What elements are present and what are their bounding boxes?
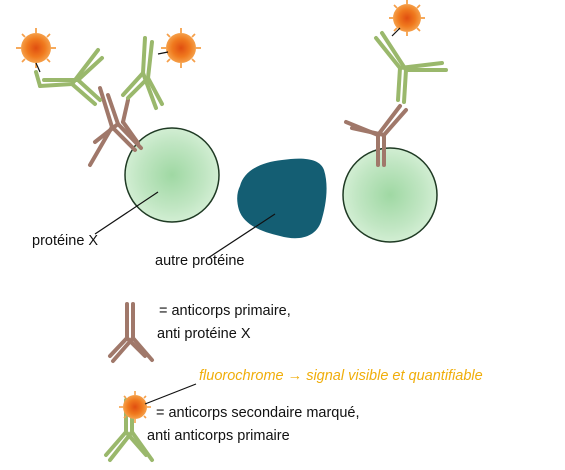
label-fluorochrome-prefix: fluorochrome: [199, 368, 284, 384]
legend-primary-line1: = anticorps primaire,: [159, 303, 291, 319]
leader-line-fluorochrome: [144, 383, 197, 405]
legend-secondary-line2: anti anticorps primaire: [147, 428, 290, 444]
fluorochrome-left-2: [157, 28, 201, 68]
protein-x-sphere-right: [342, 147, 438, 243]
leader-line-protein-x: [94, 191, 159, 235]
legend-fluorochrome-icon: [119, 391, 151, 423]
secondary-antibody-left-1: [34, 48, 104, 106]
secondary-antibody-left-2: [121, 36, 164, 110]
arrow-icon: →: [287, 368, 303, 384]
fluorochrome-left-1: [16, 28, 56, 73]
other-protein-blob: [237, 158, 327, 239]
label-fluorochrome: fluorochrome → signal visible et quantif…: [199, 367, 483, 385]
secondary-antibody-right: [374, 31, 448, 104]
primary-antibody-left-2: [121, 98, 140, 145]
legend-primary-antibody-icon: [108, 302, 154, 363]
label-fluorochrome-suffix: signal visible et quantifiable: [306, 368, 483, 384]
fluorochrome-right: [389, 0, 425, 37]
primary-antibody-right: [344, 104, 408, 167]
label-protein-x: protéine X: [32, 233, 99, 249]
legend-primary-line2: anti protéine X: [157, 326, 251, 342]
label-other-protein: autre protéine: [155, 253, 245, 269]
leader-line-other-protein: [207, 213, 276, 259]
legend-secondary-line1: = anticorps secondaire marqué,: [156, 405, 360, 421]
